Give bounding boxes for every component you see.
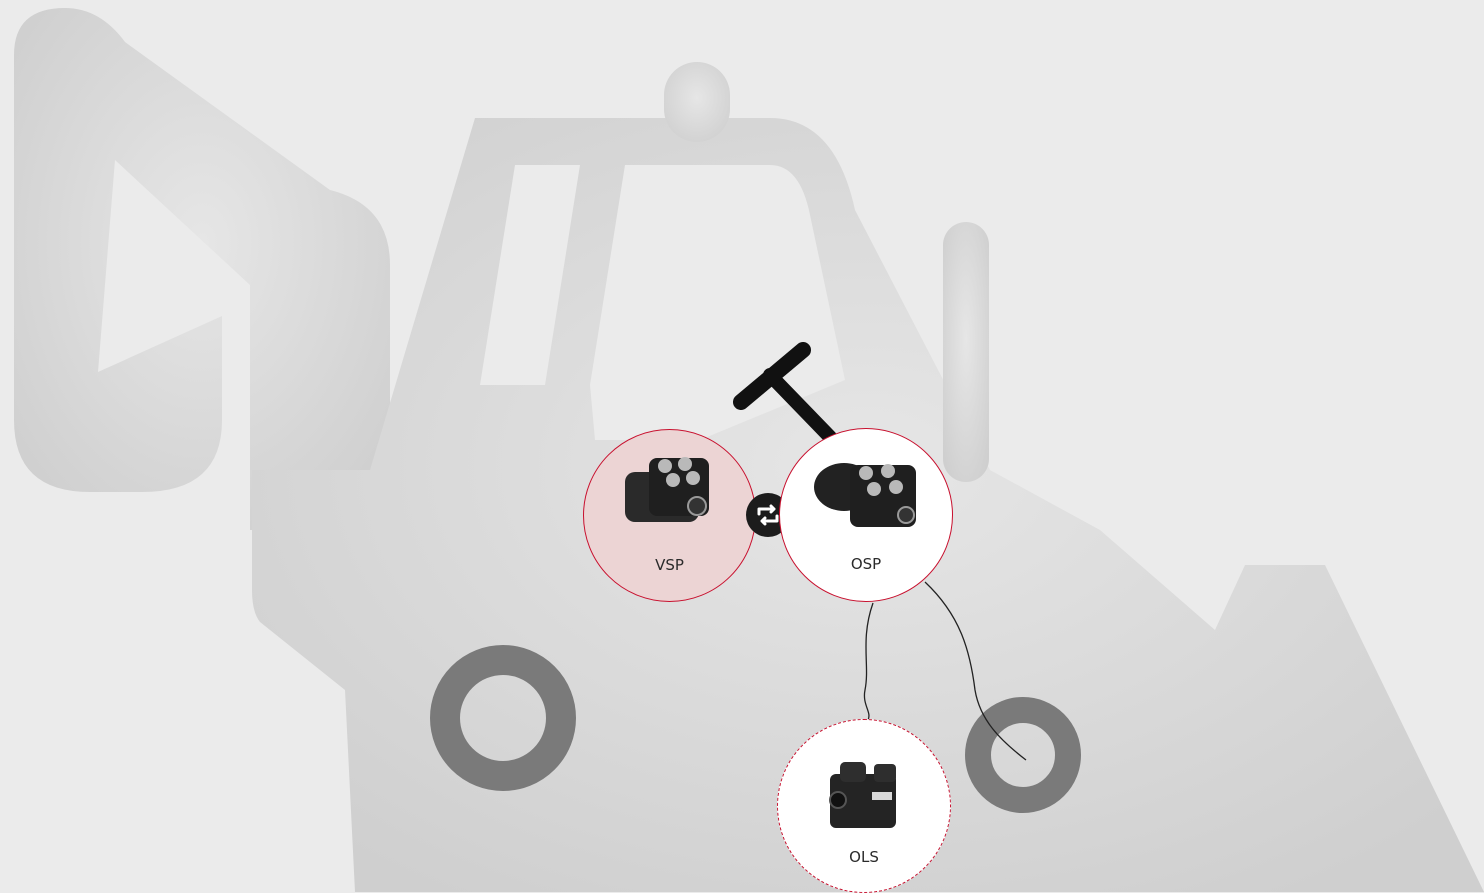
steering-unit-icon [619, 450, 719, 534]
exhaust-pipe [664, 62, 730, 142]
osp-label: OSP [780, 555, 952, 573]
priority-valve-icon [822, 756, 904, 836]
vsp-label: VSP [584, 556, 755, 574]
backhoe-arm [14, 8, 390, 530]
vsp-steering-unit-button[interactable]: VSP [583, 429, 756, 602]
exhaust-pipe-rear [943, 222, 989, 482]
steering-unit-icon [810, 453, 920, 537]
swap-arrows-icon [756, 504, 780, 526]
osp-steering-unit-button[interactable]: OSP [779, 428, 953, 602]
ols-priority-valve-button[interactable]: OLS [777, 719, 951, 893]
ols-label: OLS [778, 848, 950, 866]
